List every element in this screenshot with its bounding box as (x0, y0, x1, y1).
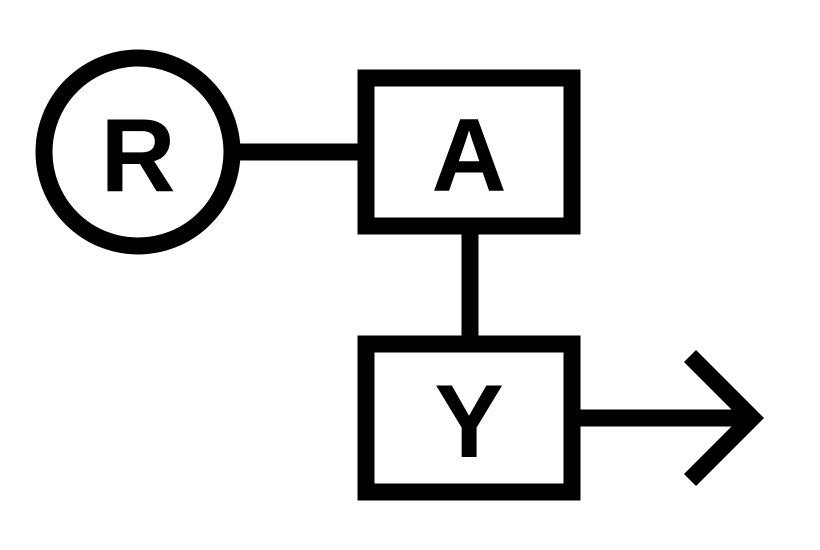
output-arrow-head (683, 349, 765, 487)
node-y-label: Y (434, 364, 503, 480)
node-a-label: A (431, 98, 506, 214)
node-r: R (35, 49, 241, 255)
node-a: A (357, 69, 581, 235)
node-r-circle (35, 49, 241, 255)
output-arrow (572, 349, 765, 487)
node-r-label: R (100, 98, 175, 214)
node-a-box (357, 69, 581, 235)
node-y: Y (357, 335, 581, 501)
node-y-box (357, 335, 581, 501)
